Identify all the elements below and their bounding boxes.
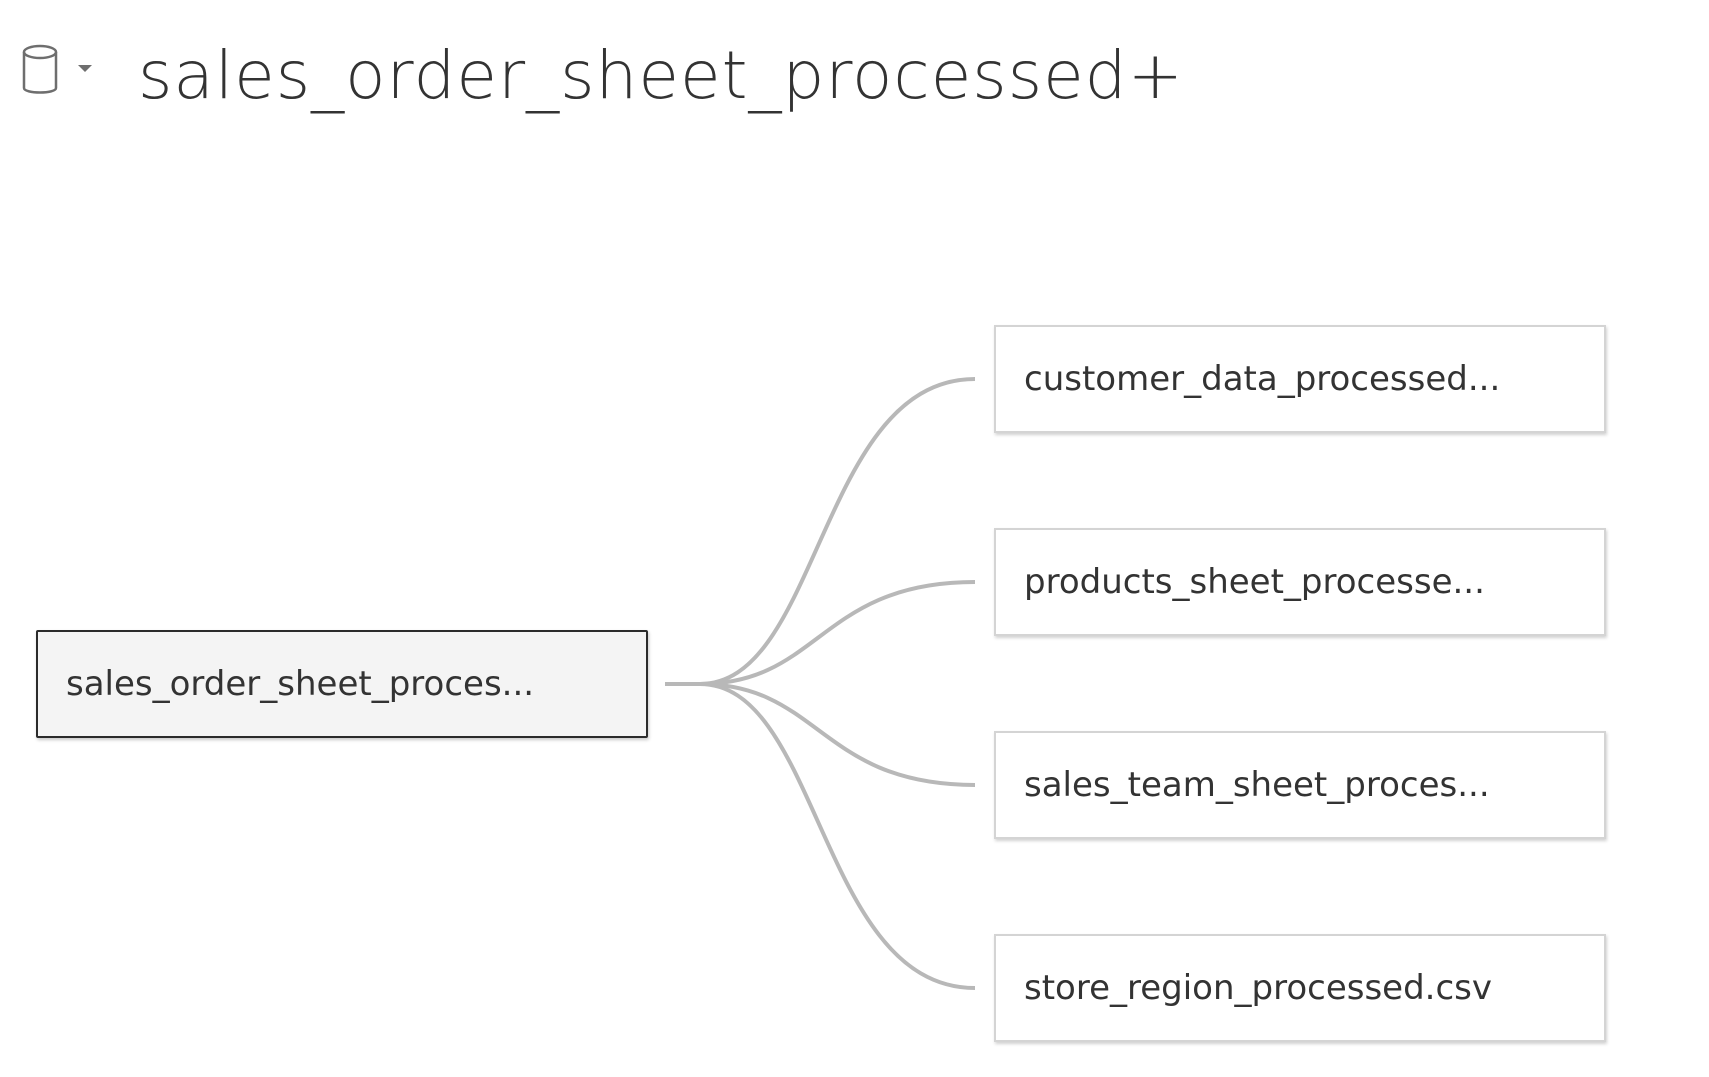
relationship-link[interactable]	[665, 377, 976, 686]
data-source-menu-button[interactable]	[18, 42, 98, 98]
primary-table-node[interactable]: sales_order_sheet_proces...	[36, 630, 648, 738]
related-table-node[interactable]: customer_data_processed...	[994, 325, 1606, 433]
related-table-node[interactable]: products_sheet_processe...	[994, 528, 1606, 636]
table-node-label: products_sheet_processe...	[1024, 562, 1485, 602]
table-node-label: sales_order_sheet_proces...	[66, 664, 535, 704]
header: sales_order_sheet_processed+	[0, 0, 1709, 150]
related-table-node[interactable]: store_region_processed.csv	[994, 934, 1606, 1042]
table-node-label: store_region_processed.csv	[1024, 968, 1493, 1008]
relationship-link[interactable]	[665, 682, 976, 787]
relationships-canvas: sales_order_sheet_proces... customer_dat…	[0, 150, 1709, 1077]
page-title: sales_order_sheet_processed+	[138, 37, 1184, 114]
table-node-label: customer_data_processed...	[1024, 359, 1501, 399]
relationship-links	[665, 377, 976, 990]
table-node-label: sales_team_sheet_proces...	[1024, 765, 1490, 805]
relationship-link[interactable]	[665, 580, 976, 686]
database-cylinder-icon	[22, 44, 58, 94]
caret-down-icon	[78, 65, 92, 72]
related-table-node[interactable]: sales_team_sheet_proces...	[994, 731, 1606, 839]
relationship-link[interactable]	[665, 682, 976, 990]
